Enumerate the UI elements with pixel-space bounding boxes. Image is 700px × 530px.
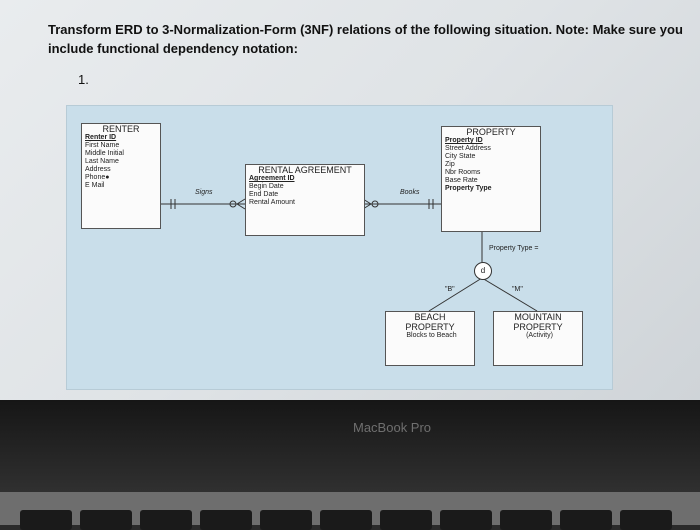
keyboard-key [440,510,492,530]
erd-diagram: RENTER Renter ID First Name Middle Initi… [66,105,613,390]
renter-attr: First Name [85,142,120,149]
keyboard-key [320,510,372,530]
entity-beach-property: BEACH PROPERTY Blocks to Beach [385,311,475,366]
keyboard-key [380,510,432,530]
rental-attr: End Date [249,191,279,198]
renter-attr: Middle Initial [85,150,124,157]
question-line-2: include functional dependency notation: [48,41,298,56]
keyboard-key [620,510,672,530]
keyboard-key [260,510,312,530]
discriminator-label: Property Type = [489,245,539,252]
property-attr: City State [445,153,476,160]
entity-renter: RENTER Renter ID First Name Middle Initi… [81,123,161,229]
renter-attr: E Mail [85,182,105,189]
rental-attr: Begin Date [249,183,284,190]
beach-attr: Blocks to Beach [406,332,457,339]
mountain-attr: (Activity) [526,332,553,339]
renter-attr: Renter ID [85,134,117,141]
beach-title-2: PROPERTY [405,322,455,332]
property-title: PROPERTY [466,127,516,137]
rental-attr: Agreement ID [249,175,295,182]
mountain-title-2: PROPERTY [513,322,563,332]
renter-attr: Last Name [85,158,119,165]
keyboard-key [560,510,612,530]
relationship-signs: Signs [195,189,213,196]
mountain-title-1: MOUNTAIN [514,312,562,322]
property-attr: Zip [445,161,455,168]
question-number: 1. [78,72,89,87]
keyboard-key [500,510,552,530]
erd-connectors [159,198,538,312]
keyboard-key [80,510,132,530]
subtype-label-b: "B" [445,286,455,293]
beach-title-1: BEACH [414,312,446,322]
property-attr: Street Address [445,145,491,152]
disjoint-circle: d [474,262,492,280]
subtype-label-m: "M" [512,286,523,293]
rental-attr: Rental Amount [249,199,295,206]
renter-title: RENTER [102,124,140,134]
rental-title: RENTAL AGREEMENT [258,165,352,175]
relationship-books: Books [400,189,420,196]
keyboard-key [20,510,72,530]
laptop-brand-label: MacBook Pro [353,420,432,435]
entity-mountain-property: MOUNTAIN PROPERTY (Activity) [493,311,583,366]
property-attr: Property ID [445,137,483,144]
keyboard-key [200,510,252,530]
property-attr: Base Rate [445,177,478,184]
laptop-screen: Transform ERD to 3-Normalization-Form (3… [0,0,700,400]
keyboard-key [140,510,192,530]
property-attr: Nbr Rooms [445,169,481,176]
renter-attr: Phone● [85,174,110,181]
renter-attr: Address [85,166,111,173]
entity-rental-agreement: RENTAL AGREEMENT Agreement ID Begin Date… [245,164,365,236]
property-attr: Property Type [445,185,492,192]
entity-property: PROPERTY Property ID Street Address City… [441,126,541,232]
question-line-1: Transform ERD to 3-Normalization-Form (3… [48,22,683,37]
